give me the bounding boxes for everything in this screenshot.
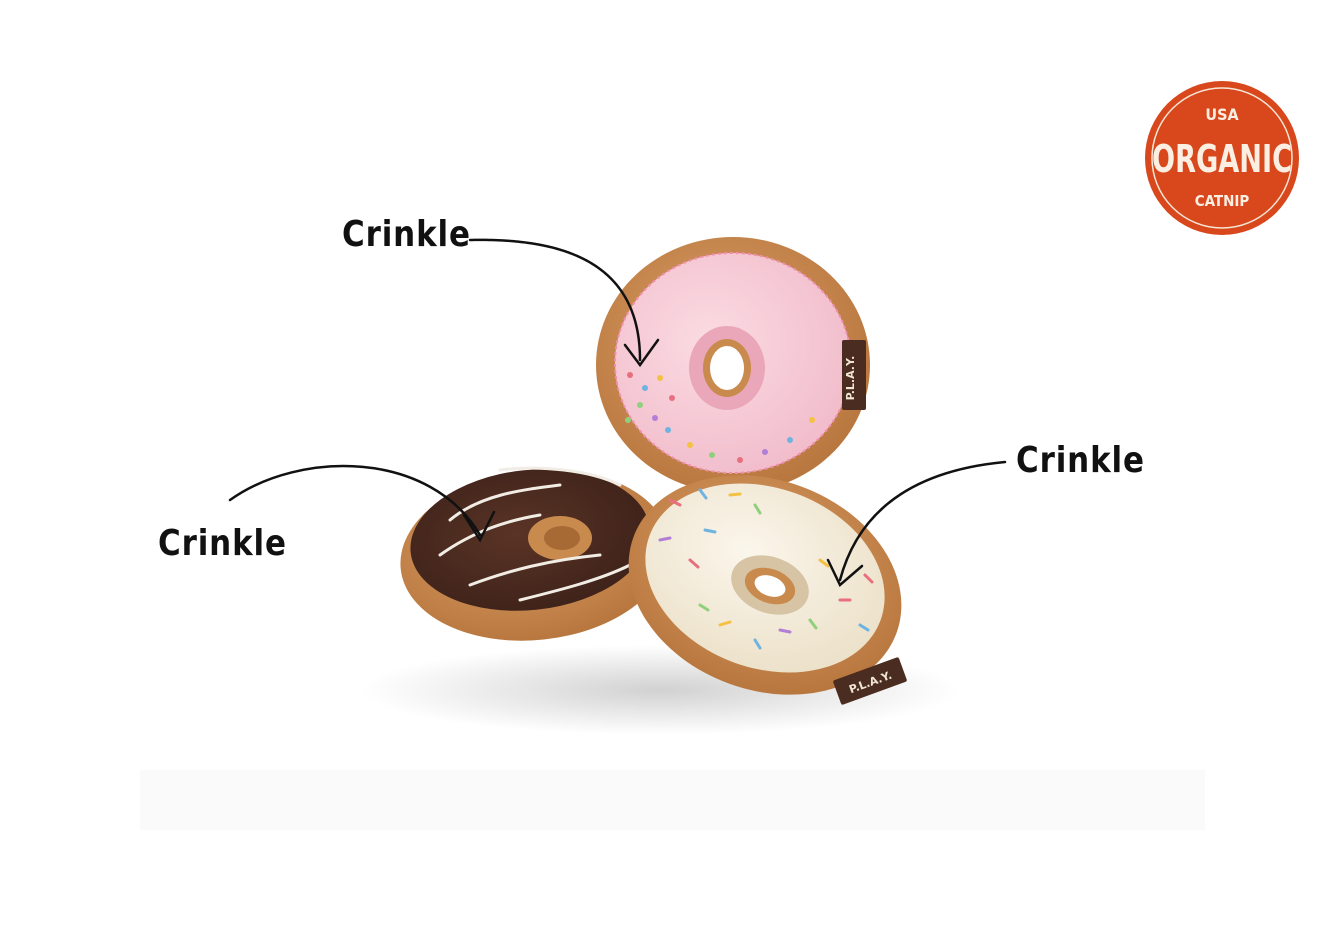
callout-crinkle-chocolate: Crinkle [158,523,287,564]
callout-arrows [228,238,1007,588]
badge-top-text: USA [1205,105,1239,124]
vanilla-donut: P.L.A.Y. [628,475,907,705]
organic-catnip-badge: USA ORGANIC CATNIP [1145,81,1299,235]
badge-circle [1145,81,1299,235]
arrowhead-vanilla [826,558,864,588]
brand-tag: P.L.A.Y. [842,340,866,410]
pink-donut: P.L.A.Y. [596,237,870,493]
arrow-chocolate [228,464,482,537]
badge-bottom-text: CATNIP [1195,192,1250,210]
chocolate-donut [400,466,670,641]
arrow-vanilla [838,460,1007,582]
arrowhead-pink [623,338,660,368]
tag-text: P.L.A.Y. [844,356,857,401]
badge-main-text: ORGANIC [1152,137,1292,181]
callout-crinkle-pink: Crinkle [342,214,471,255]
callout-crinkle-vanilla: Crinkle [1016,440,1145,481]
arrow-pink [468,238,642,362]
arrowhead-chocolate [462,510,496,543]
